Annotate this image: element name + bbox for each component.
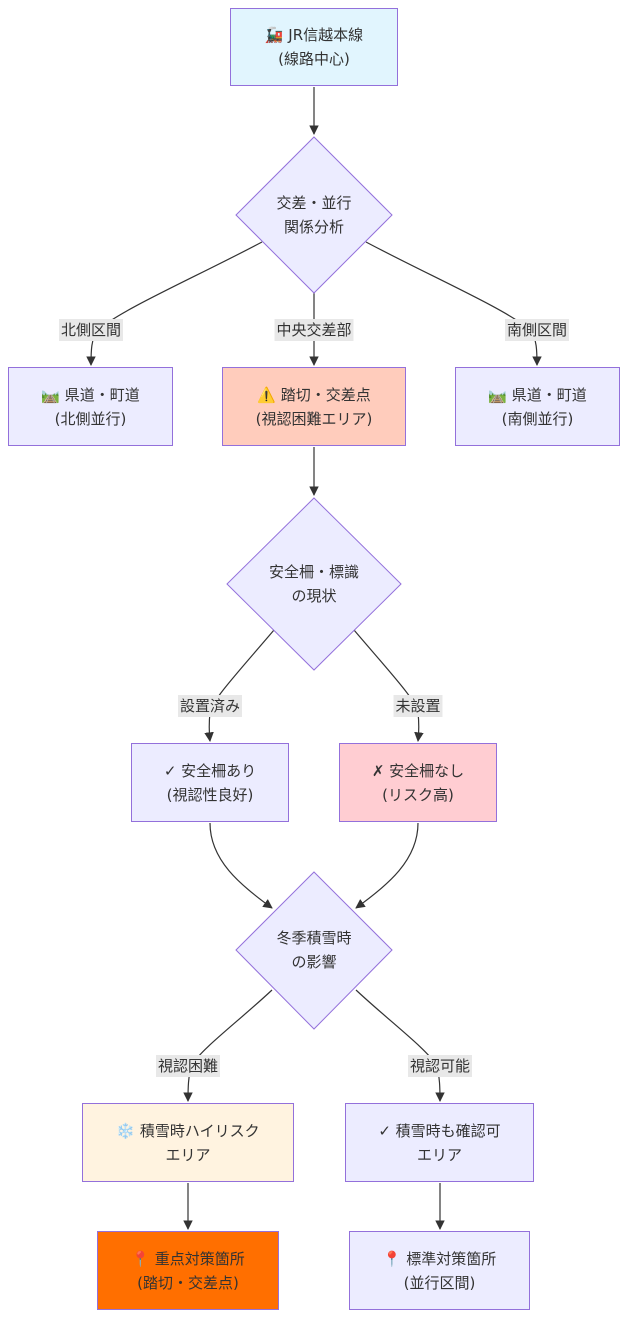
edge-analysis-to-south [365, 241, 542, 366]
decision-analysis-line2: 関係分析 [283, 218, 344, 236]
decision-analysis-line1: 交差・並行 [276, 194, 352, 212]
decision-winter-shape [235, 871, 393, 1030]
node-jr-line1: 🚂 JR信越本線 [264, 26, 364, 44]
edge-label-not-installed: 未設置 [393, 695, 443, 717]
edge-label-visible: 視認可能 [407, 1055, 473, 1077]
node-south-line1: 🛤️ 県道・町道 [488, 385, 587, 404]
node-fence-no-line2: (リスク高) [382, 785, 454, 804]
decision-analysis-label: 交差・並行 関係分析 [254, 190, 374, 240]
node-snow-risk-line1: ❄️ 積雪時ハイリスク [116, 1121, 260, 1140]
decision-fence-status-label: 安全柵・標識 の現状 [244, 559, 384, 609]
decision-winter-line2: の影響 [291, 953, 337, 971]
node-crossing-line1: ⚠️ 踏切・交差点 [257, 385, 371, 404]
node-north-line2: (北側並行) [54, 409, 127, 428]
edge-label-installed: 設置済み [177, 695, 243, 717]
node-fence-yes-line1: ✓ 安全柵あり [163, 761, 257, 780]
decision-analysis-shape [235, 136, 393, 294]
edge-label-hard-to-see: 視認困難 [155, 1055, 221, 1077]
node-priority-line1: 📍 重点対策箇所 [131, 1249, 245, 1268]
node-jr-shinetsu-line: 🚂 JR信越本線 (線路中心) [230, 8, 398, 86]
decision-fence-status-line1: 安全柵・標識 [268, 563, 359, 581]
node-snow-high-risk: ❄️ 積雪時ハイリスク エリア [82, 1103, 294, 1182]
node-crossing: ⚠️ 踏切・交差点 (視認困難エリア) [222, 367, 406, 446]
edge-fence-no-to-winter [355, 822, 419, 909]
edge-fence-yes-to-winter [209, 822, 273, 909]
decision-fence-status-line2: の現状 [291, 587, 337, 605]
edge-winter-to-snow-risk [183, 989, 273, 1102]
node-north-road: 🛤️ 県道・町道 (北側並行) [8, 367, 173, 446]
node-north-line1: 🛤️ 県道・町道 [41, 385, 140, 404]
node-crossing-line2: (視認困難エリア) [255, 409, 373, 428]
node-south-line2: (南側並行) [501, 409, 574, 428]
decision-winter-line1: 冬季積雪時 [276, 929, 352, 947]
edge-label-center: 中央交差部 [274, 319, 354, 341]
node-snow-risk-line2: エリア [165, 1145, 211, 1164]
node-south-road: 🛤️ 県道・町道 (南側並行) [455, 367, 620, 446]
decision-winter-label: 冬季積雪時 の影響 [254, 925, 374, 975]
node-standard-line2: (並行区間) [403, 1273, 476, 1292]
node-standard-line1: 📍 標準対策箇所 [382, 1249, 497, 1268]
decision-fence-status-shape [226, 497, 402, 671]
edge-winter-to-snow-ok [355, 989, 445, 1102]
node-fence-installed: ✓ 安全柵あり (視認性良好) [131, 743, 289, 822]
edge-analysis-to-north [86, 241, 263, 366]
edge-fence-status-to-fence-no [353, 629, 424, 742]
node-snow-ok-line1: ✓ 積雪時も確認可 [378, 1121, 501, 1140]
node-fence-missing: ✗ 安全柵なし (リスク高) [339, 743, 497, 822]
edge-fence-status-to-fence-yes [204, 629, 275, 742]
node-priority-line2: (踏切・交差点) [137, 1273, 239, 1292]
node-jr-line2: (線路中心) [278, 50, 350, 68]
node-fence-yes-line2: (視認性良好) [166, 785, 254, 804]
node-fence-no-line1: ✗ 安全柵なし [371, 761, 465, 780]
node-standard-sites: 📍 標準対策箇所 (並行区間) [349, 1231, 530, 1310]
edge-label-south: 南側区間 [504, 319, 570, 341]
node-snow-ok-line2: エリア [416, 1145, 462, 1164]
edge-label-north: 北側区間 [58, 319, 124, 341]
node-priority-sites: 📍 重点対策箇所 (踏切・交差点) [97, 1231, 279, 1310]
node-snow-visible: ✓ 積雪時も確認可 エリア [345, 1103, 534, 1182]
